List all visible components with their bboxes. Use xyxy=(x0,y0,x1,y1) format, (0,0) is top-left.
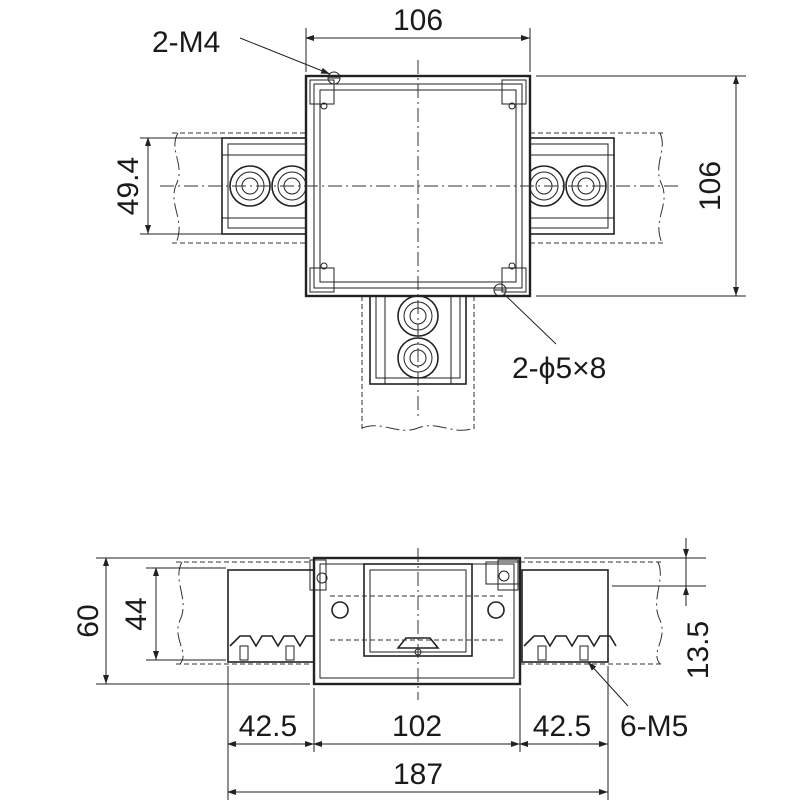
label-hole-spec: 2-ϕ5×8 xyxy=(512,352,606,385)
phantom-pipe-right xyxy=(530,132,665,244)
top-view: 106 106 49.4 2-M4 2-ϕ5×8 xyxy=(112,4,746,431)
dim-bottom-row: 42.5 102 42.5 187 xyxy=(227,666,609,800)
label-right-height: 106 xyxy=(694,161,727,211)
leader-hole-spec: 2-ϕ5×8 xyxy=(503,293,606,385)
label-center-width: 102 xyxy=(392,710,442,743)
dim-right-height: 106 xyxy=(536,75,746,297)
label-left-height: 49.4 xyxy=(112,157,145,215)
dim-left-height: 49.4 xyxy=(112,137,222,235)
box-body-top xyxy=(160,60,680,420)
leader-screw-bottom: 6-M5 xyxy=(587,661,688,743)
label-screw-top: 2-M4 xyxy=(152,26,220,59)
side-part-right xyxy=(521,569,617,663)
box-body-front xyxy=(309,548,522,700)
dim-top-width: 106 xyxy=(305,4,531,72)
label-front-total-height: 60 xyxy=(72,604,105,637)
dim-front-total-height: 60 xyxy=(72,557,310,685)
side-part-left xyxy=(227,569,323,663)
label-total-width: 187 xyxy=(393,758,443,791)
label-top-width: 106 xyxy=(393,4,443,37)
leader-screw-top: 2-M4 xyxy=(152,26,331,75)
front-view: 60 44 13.5 42.5 102 xyxy=(72,538,715,800)
phantom-pipe-bottom xyxy=(361,296,475,431)
mount-hole xyxy=(493,283,507,297)
label-side-left: 42.5 xyxy=(239,710,297,743)
label-front-inner-height: 44 xyxy=(120,597,153,630)
screw-m4 xyxy=(327,71,341,85)
dim-front-inner-height: 44 xyxy=(120,567,226,661)
label-screw-bottom: 6-M5 xyxy=(620,710,688,743)
dim-front-top-offset: 13.5 xyxy=(524,538,715,679)
label-front-top-offset: 13.5 xyxy=(682,621,715,679)
label-side-right: 42.5 xyxy=(533,710,591,743)
phantom-pipe-left xyxy=(172,132,306,244)
